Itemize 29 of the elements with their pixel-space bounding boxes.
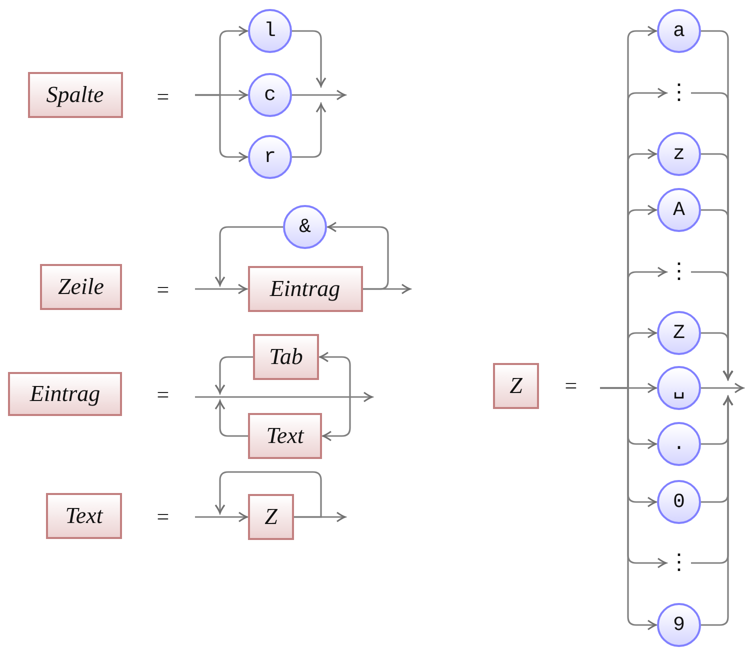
nonterminal-box: Text (46, 493, 122, 539)
terminal-circle: a (657, 9, 701, 53)
nonterminal-box: Zeile (40, 264, 122, 310)
equals-sign: = (156, 277, 170, 303)
nonterminal-box: Z (248, 494, 294, 540)
terminal-circle: A (657, 188, 701, 232)
nonterminal-box: Eintrag (248, 266, 362, 312)
nonterminal-box: Z (493, 363, 539, 409)
nonterminal-box: Text (248, 413, 322, 459)
terminal-circle: ␣ (657, 366, 701, 410)
nonterminal-box: Tab (253, 334, 319, 380)
equals-sign: = (156, 84, 170, 110)
ellipsis: ⋮ (667, 254, 691, 290)
terminal-circle: c (248, 73, 292, 117)
ellipsis: ⋮ (667, 545, 691, 581)
terminal-circle: l (248, 9, 292, 53)
nonterminal-box: Spalte (28, 72, 122, 118)
terminal-circle: 0 (657, 480, 701, 524)
terminal-circle: & (283, 205, 327, 249)
terminal-circle: 9 (657, 603, 701, 647)
nonterminal-box: Eintrag (8, 372, 122, 416)
equals-sign: = (156, 382, 170, 408)
terminal-circle: r (248, 135, 292, 179)
terminal-circle: . (657, 422, 701, 466)
equals-sign: = (564, 373, 578, 399)
equals-sign: = (156, 504, 170, 530)
terminal-circle: z (657, 132, 701, 176)
terminal-circle: Z (657, 311, 701, 355)
ellipsis: ⋮ (667, 75, 691, 111)
